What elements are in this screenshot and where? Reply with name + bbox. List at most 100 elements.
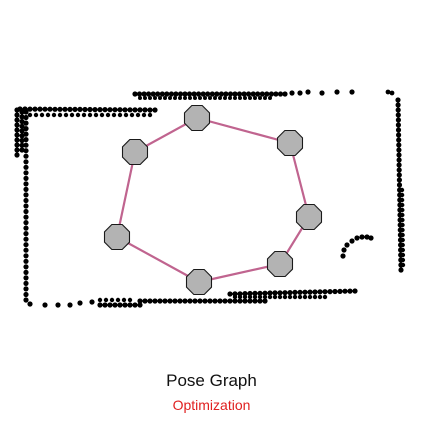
landmark-point (237, 294, 243, 300)
landmark-point (168, 96, 172, 100)
landmark-point (277, 91, 284, 97)
landmark-point (232, 291, 238, 297)
landmark-point (395, 112, 401, 118)
landmark-point (122, 107, 128, 113)
landmark-point (247, 290, 253, 297)
landmark-point (47, 106, 53, 112)
landmark-point (57, 112, 63, 118)
landmark-point (147, 112, 153, 118)
landmark-point (97, 107, 103, 113)
landmark-point (19, 128, 25, 134)
landmark-point (242, 294, 248, 300)
landmark-point (14, 147, 20, 153)
landmark-point (236, 91, 243, 97)
landmark-point (263, 96, 267, 100)
landmark-point (252, 298, 258, 304)
landmark-point (155, 91, 161, 97)
landmark-point (398, 267, 404, 273)
landmark-point (209, 91, 215, 97)
landmark-point (400, 232, 405, 238)
landmark-point (153, 96, 157, 100)
landmark-point (267, 290, 273, 296)
landmark-point (332, 288, 338, 295)
landmark-point (163, 96, 167, 100)
landmark-point (103, 297, 109, 303)
landmark-point (87, 106, 93, 113)
landmark-point (197, 298, 203, 304)
landmark-point (400, 222, 405, 228)
landmark-point (55, 302, 61, 308)
landmark-point (287, 290, 293, 296)
landmark-point (368, 235, 374, 241)
landmark-point (188, 96, 192, 100)
landmark-point (14, 142, 20, 148)
landmark-point (102, 302, 108, 308)
landmark-point (396, 152, 402, 158)
landmark-point (23, 153, 29, 159)
landmark-point (167, 298, 173, 304)
pose-node (185, 268, 213, 296)
landmark-point (187, 298, 193, 304)
landmark-point (115, 297, 121, 303)
landmark-point (198, 96, 202, 100)
landmark-point (341, 247, 347, 253)
landmark-point (396, 167, 402, 173)
landmark-point (385, 89, 391, 95)
landmark-point (232, 294, 238, 300)
landmark-point (307, 289, 313, 295)
landmark-point (400, 242, 405, 248)
landmark-point (23, 220, 29, 226)
landmark-point (67, 302, 73, 308)
landmark-point (227, 291, 233, 297)
landmark-point (203, 96, 207, 100)
pose-graph-nodes (103, 104, 323, 296)
landmark-point (127, 107, 133, 113)
landmark-point (19, 118, 25, 125)
landmark-point (349, 89, 355, 95)
landmark-point (182, 91, 188, 97)
landmark-point (302, 294, 308, 300)
landmark-point (400, 237, 405, 243)
landmark-point (112, 107, 118, 113)
landmark-point (317, 289, 323, 295)
landmark-point (400, 202, 405, 208)
landmark-point (23, 236, 29, 242)
landmark-point (319, 90, 325, 96)
landmark-point (45, 112, 51, 118)
landmark-point (141, 91, 147, 97)
landmark-point (14, 137, 20, 143)
landmark-point (23, 131, 29, 137)
landmark-point (19, 133, 25, 139)
landmark-point (218, 96, 222, 100)
landmark-point (148, 96, 152, 100)
landmark-point (238, 96, 242, 100)
landmark-point (99, 112, 105, 118)
landmark-point (127, 302, 133, 308)
landmark-point (396, 157, 402, 163)
landmark-point (186, 91, 193, 97)
landmark-point (23, 242, 29, 248)
landmark-point (152, 107, 158, 113)
landmark-point (242, 298, 248, 304)
landmark-point (23, 114, 29, 121)
landmark-point (396, 142, 402, 148)
landmark-point (399, 187, 405, 193)
landmark-point (27, 106, 33, 112)
landmark-point (297, 289, 303, 295)
landmark-point (82, 106, 88, 113)
landmark-point (135, 112, 141, 118)
landmark-point (322, 294, 328, 300)
landmark-point (312, 294, 318, 300)
landmark-point (214, 91, 220, 97)
landmark-point (223, 96, 227, 100)
landmark-point (282, 290, 288, 296)
landmark-point (23, 197, 29, 204)
landmark-point (147, 107, 153, 113)
landmark-point (399, 197, 405, 203)
landmark-point (287, 294, 293, 300)
landmark-point (87, 112, 93, 118)
landmark-point (242, 291, 248, 297)
landmark-point (23, 170, 29, 176)
landmark-point (253, 96, 257, 100)
